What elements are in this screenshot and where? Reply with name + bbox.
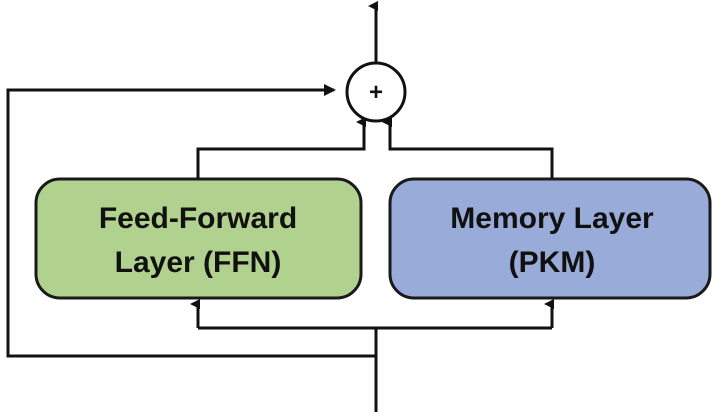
residual-connection-line (6, 84, 376, 358)
ffn-box (34, 177, 363, 300)
memory-box-label-line2: (PKM) (509, 246, 596, 279)
memory-box-label-line1: Memory Layer (450, 202, 654, 235)
memory-output-arrow (382, 117, 554, 179)
memory-layer-box (388, 177, 712, 300)
plus-icon: + (369, 79, 383, 106)
ffn-output-arrow (196, 117, 366, 179)
ffn-box-label-line1: Feed-Forward (99, 202, 297, 235)
ffn-box-label-line2: Layer (FFN) (115, 246, 282, 279)
